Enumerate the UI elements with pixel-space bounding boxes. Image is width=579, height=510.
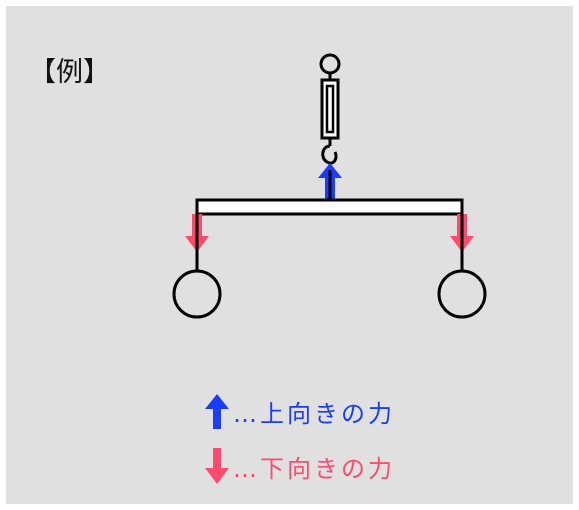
legend-up: …上向きの力 [205, 391, 395, 431]
right-weight-icon [437, 269, 487, 319]
spring-scale-icon [319, 53, 341, 165]
example-label: 【例】 [29, 57, 110, 88]
arrow-up-icon [205, 394, 229, 429]
legend-down-text: …下向きの力 [233, 454, 395, 483]
legend-up-text: …上向きの力 [233, 399, 395, 428]
diagram-panel [6, 6, 573, 504]
arrow-down-icon [205, 448, 229, 484]
left-weight-icon [172, 269, 222, 319]
legend-down: …下向きの力 [205, 446, 395, 486]
bar [195, 198, 464, 216]
